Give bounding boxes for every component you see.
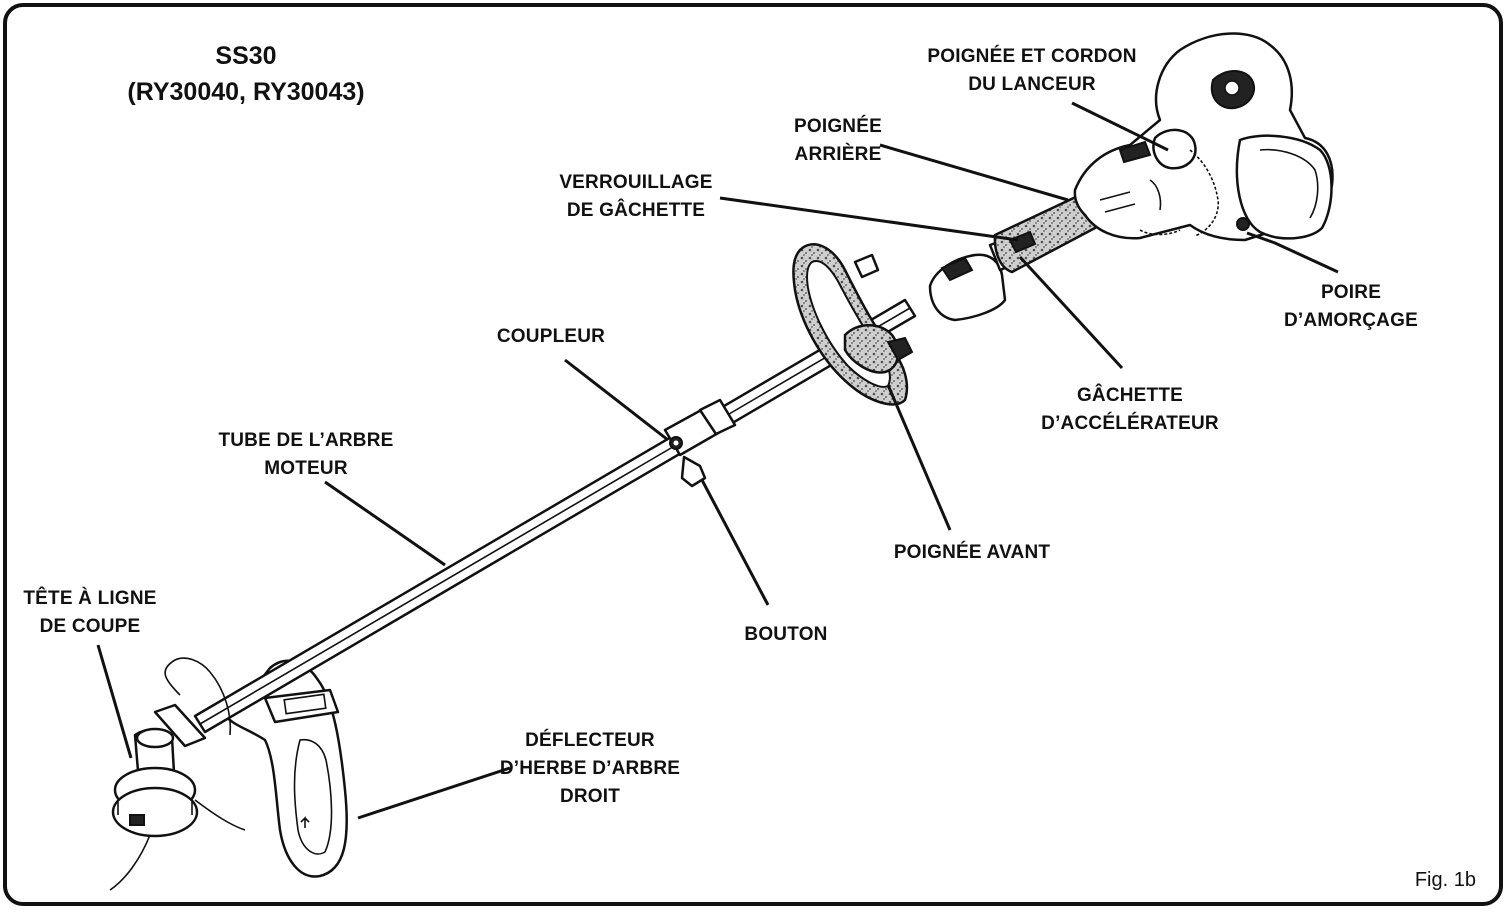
figure-number: Fig. 1b xyxy=(1415,869,1476,891)
svg-text:POIGNÉE: POIGNÉE xyxy=(794,115,882,137)
grass-deflector-part xyxy=(223,659,348,878)
svg-text:BOUTON: BOUTON xyxy=(744,624,827,645)
coupler-part xyxy=(663,398,737,488)
leader-front-handle xyxy=(886,384,952,531)
title-model-numbers: (RY30040, RY30043) xyxy=(127,78,364,106)
label-coupler: COUPLEUR xyxy=(497,326,605,347)
frame-border xyxy=(3,3,1503,906)
svg-text:VERROUILLAGE: VERROUILLAGE xyxy=(559,172,712,193)
svg-text:GÂCHETTE: GÂCHETTE xyxy=(1077,384,1183,406)
svg-text:COUPLEUR: COUPLEUR xyxy=(497,326,605,347)
leader-trigger-lock xyxy=(719,196,1019,242)
label-cutting-head: TÊTE À LIGNE DE COUPE xyxy=(23,587,156,637)
svg-text:D’ACCÉLÉRATEUR: D’ACCÉLÉRATEUR xyxy=(1041,412,1219,434)
svg-text:DROIT: DROIT xyxy=(560,786,620,807)
label-grass-deflector: DÉFLECTEUR D’HERBE D’ARBRE DROIT xyxy=(500,729,680,807)
svg-text:POIGNÉE AVANT: POIGNÉE AVANT xyxy=(894,541,1051,563)
label-knob: BOUTON xyxy=(744,624,827,645)
leader-rear-handle xyxy=(879,143,1069,202)
label-primer-bulb: POIRE D’AMORÇAGE xyxy=(1284,282,1418,331)
svg-text:DU LANCEUR: DU LANCEUR xyxy=(968,74,1096,95)
engine-part xyxy=(1073,32,1334,242)
leader-knob xyxy=(700,479,770,606)
cutting-head-part xyxy=(109,657,246,891)
svg-text:TÊTE À LIGNE: TÊTE À LIGNE xyxy=(23,587,156,609)
svg-text:TUBE DE L’ARBRE: TUBE DE L’ARBRE xyxy=(218,430,393,451)
label-front-handle: POIGNÉE AVANT xyxy=(894,541,1051,563)
label-starter-handle: POIGNÉE ET CORDON DU LANCEUR xyxy=(927,45,1136,95)
svg-text:ARRIÈRE: ARRIÈRE xyxy=(795,143,882,165)
svg-text:DE GÂCHETTE: DE GÂCHETTE xyxy=(567,199,705,221)
figure-title: SS30 (RY30040, RY30043) xyxy=(127,42,364,106)
front-handle-part xyxy=(792,243,914,406)
leader-coupler xyxy=(564,358,669,442)
leader-grass-deflector xyxy=(357,766,511,820)
rear-handle-part xyxy=(928,193,1097,322)
label-drive-shaft-tube: TUBE DE L’ARBRE MOTEUR xyxy=(218,430,393,479)
svg-text:POIGNÉE ET CORDON: POIGNÉE ET CORDON xyxy=(927,45,1136,67)
trimmer-illustration xyxy=(109,32,1334,891)
shaft-tube-part xyxy=(193,298,917,734)
label-rear-handle: POIGNÉE ARRIÈRE xyxy=(794,115,882,165)
svg-text:POIRE: POIRE xyxy=(1321,282,1381,303)
svg-text:DE COUPE: DE COUPE xyxy=(40,616,141,637)
label-trigger-lock: VERROUILLAGE DE GÂCHETTE xyxy=(559,172,712,221)
leader-lines xyxy=(96,101,1339,820)
svg-text:MOTEUR: MOTEUR xyxy=(264,458,348,479)
label-throttle-trigger: GÂCHETTE D’ACCÉLÉRATEUR xyxy=(1041,384,1219,434)
leader-drive-shaft-tube xyxy=(324,480,446,567)
leader-throttle-trigger xyxy=(1018,255,1124,370)
title-model: SS30 xyxy=(215,42,276,70)
svg-text:D’AMORÇAGE: D’AMORÇAGE xyxy=(1284,310,1418,331)
leader-cutting-head xyxy=(96,644,133,759)
leader-starter-handle xyxy=(1071,101,1169,152)
svg-text:D’HERBE D’ARBRE: D’HERBE D’ARBRE xyxy=(500,758,680,779)
leader-primer-bulb xyxy=(1246,231,1339,274)
svg-text:DÉFLECTEUR: DÉFLECTEUR xyxy=(525,729,655,751)
